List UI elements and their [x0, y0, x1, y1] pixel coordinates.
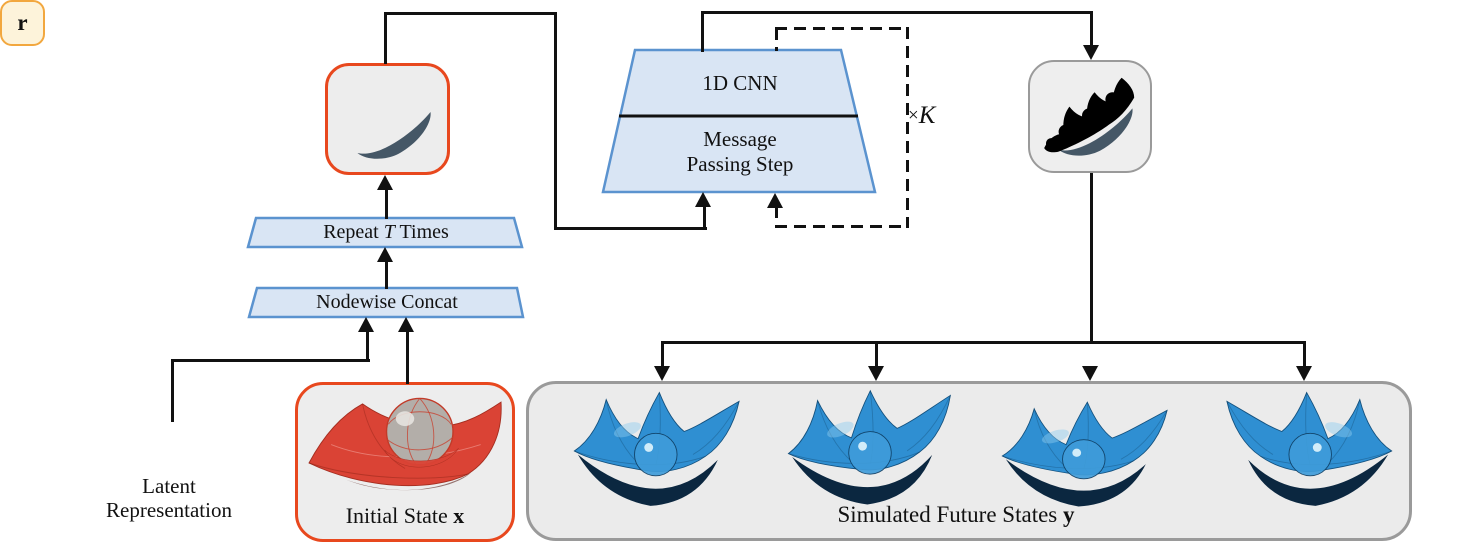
connector-repeat-redicon: [384, 188, 388, 219]
connector-distribution-rail: [660, 340, 1306, 344]
connector-processor-in: [702, 205, 706, 228]
connector-latent-concat: [365, 330, 369, 360]
arrowhead-branch-2: [868, 366, 884, 381]
repeat-bar-label: Repeat T Times: [258, 221, 514, 244]
latent-caption-line2: Representation: [106, 498, 232, 522]
initial-state-variable: x: [453, 503, 465, 528]
arrowhead-branch-3: [1082, 366, 1098, 381]
arrowhead-loop-return: [767, 193, 783, 208]
initial-state-text: Initial State: [345, 503, 448, 528]
loop-count-label: ×K: [908, 102, 978, 131]
loop-dash-right: [905, 26, 909, 228]
latent-symbol: r: [17, 10, 28, 35]
repeat-suffix: Times: [399, 221, 449, 243]
message-passing-label: Message Passing Step: [620, 127, 860, 177]
simulated-states-label: Simulated Future States y: [666, 502, 1246, 528]
nodewise-concat-label: Nodewise Concat: [316, 291, 458, 313]
arrowhead-concat-repeat: [377, 247, 393, 262]
simulated-states-text: Simulated Future States: [837, 502, 1058, 527]
connector-redicon-up: [383, 11, 387, 64]
message-passing-line2: Passing Step: [686, 152, 794, 176]
latent-symbol-box: r: [0, 0, 45, 46]
message-passing-line1: Message: [703, 127, 777, 151]
loop-dash-bottom: [774, 224, 909, 228]
connector-processor-out: [700, 11, 704, 52]
repeat-variable: T: [383, 221, 395, 243]
loop-dash-stub: [774, 28, 778, 51]
loop-times-symbol: ×: [908, 105, 919, 126]
connector-to-processor: [553, 226, 707, 230]
connector-top-rail-right: [700, 10, 1093, 14]
processor-trapezoid-shape: [601, 48, 877, 194]
repeat-bar-shape: [246, 216, 524, 249]
nodewise-bar-shape: [247, 286, 525, 319]
connector-latent-up: [170, 358, 174, 422]
initial-state-label: Initial State x: [300, 503, 510, 528]
arrowhead-processor-in: [695, 192, 711, 207]
connector-concat-repeat: [384, 260, 388, 289]
connector-top-rail-left: [383, 11, 557, 15]
connector-branch-4: [1302, 342, 1306, 368]
repeated-input-box: #red-icon-box .sheet{fill:#e05244;stroke…: [325, 63, 450, 175]
connector-branch-2: [874, 342, 878, 368]
arrowhead-initial-concat: [398, 317, 414, 332]
arrowhead-branch-4: [1296, 366, 1312, 381]
arrowhead-repeat-redicon: [377, 175, 393, 190]
loop-dash-return: [774, 206, 778, 226]
cnn-label: 1D CNN: [702, 71, 778, 95]
latent-caption: Latent Representation: [89, 474, 249, 522]
latent-caption-line1: Latent: [142, 474, 196, 498]
connector-blueicon-in: [1089, 10, 1093, 47]
arrowhead-latent-concat: [358, 317, 374, 332]
predicted-rollout-box: #blue-icon-box .sheet{fill:#2f8fd2;strok…: [1028, 60, 1152, 173]
arrowhead-blueicon-in: [1083, 45, 1099, 60]
connector-down-mid: [553, 11, 557, 230]
connector-branch-1: [660, 342, 664, 368]
arrowhead-branch-1: [654, 366, 670, 381]
connector-latent-right: [170, 358, 370, 362]
simulated-states-variable: y: [1063, 502, 1075, 527]
repeat-prefix: Repeat: [323, 221, 379, 243]
loop-variable: K: [918, 102, 936, 129]
loop-dash-top: [774, 26, 909, 30]
connector-blueicon-down: [1089, 173, 1093, 343]
initial-state-box: [295, 382, 515, 542]
connector-initial-concat: [405, 330, 409, 384]
